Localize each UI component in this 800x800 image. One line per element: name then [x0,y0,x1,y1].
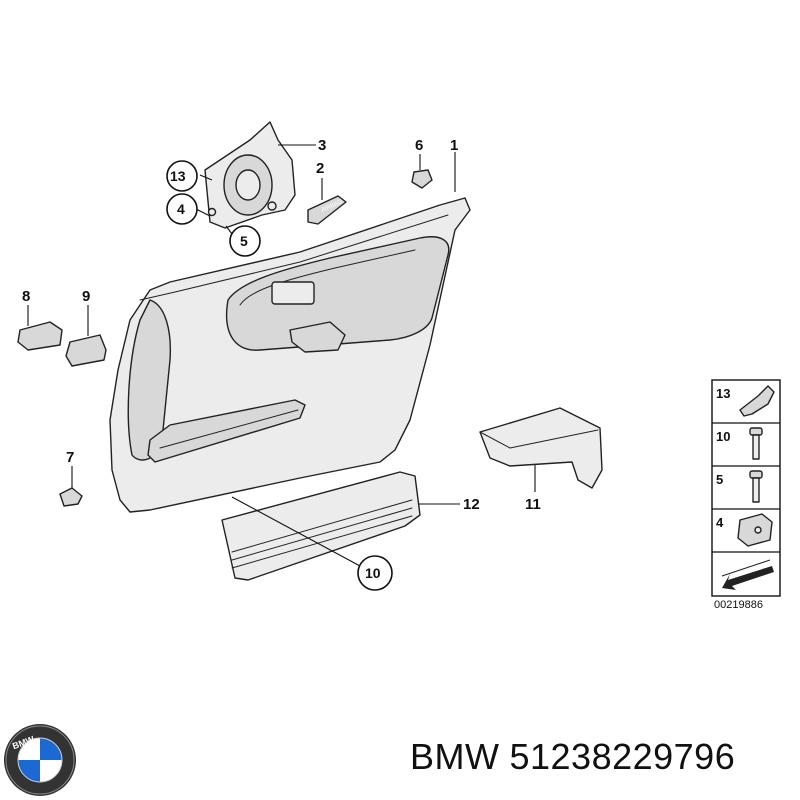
callout-11: 11 [525,496,541,513]
callout-6: 6 [415,137,423,154]
legend-item-13: 13 [716,386,730,401]
diagram-id: 00219886 [714,599,763,611]
callout-1: 1 [450,137,458,154]
callout-ring-13 [166,160,198,192]
callout-13: 13 [170,168,186,184]
brand-name: BMW [410,736,500,777]
callout-4: 4 [177,201,185,217]
handle-grip [289,321,346,353]
door-handle-recess [271,281,315,305]
bmw-logo: BMW [4,724,76,796]
callout-labels: 1 2 3 6 8 9 7 12 11 13 4 5 10 [22,137,541,591]
trim-clip-8 [17,321,63,351]
push-clip [411,169,433,189]
legend-item-5: 5 [716,472,723,487]
callout-2: 2 [316,160,324,177]
fastener-legend: 13 10 5 4 00219886 [711,379,781,611]
speaker-assembly [204,121,296,229]
callout-9: 9 [82,288,90,305]
callout-ring-5 [229,225,261,257]
part-number: 51238229796 [509,736,736,777]
callout-8: 8 [22,288,30,305]
door-trim-panel [109,197,471,513]
airbag-badge: AIRBAG [307,195,347,225]
legend-item-4: 4 [716,515,724,530]
map-pocket [221,471,421,581]
callout-ring-10 [357,555,393,591]
leader-lines [27,144,536,567]
legend-item-10: 10 [716,429,730,444]
callout-3: 3 [318,137,326,154]
trim-clip-9 [65,334,107,367]
push-rivet [59,487,83,507]
callout-ring-4 [166,193,198,225]
callout-7: 7 [66,449,74,466]
callout-12: 12 [463,496,480,513]
callout-10: 10 [365,565,381,581]
callout-5: 5 [240,233,248,249]
armrest [479,407,603,489]
